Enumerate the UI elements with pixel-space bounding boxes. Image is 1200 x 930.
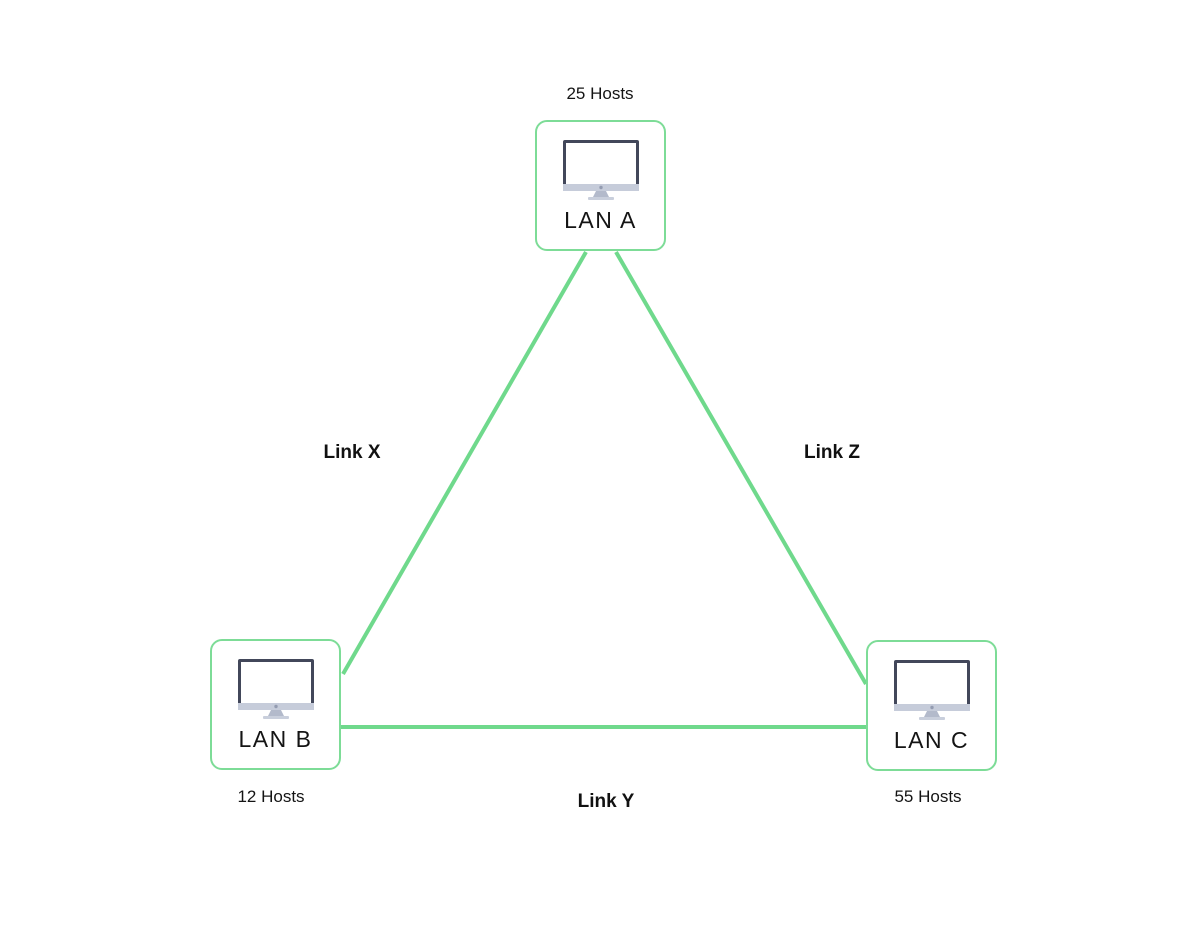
node-lan-b[interactable]: LAN B bbox=[210, 639, 341, 770]
link-z-label: Link Z bbox=[804, 442, 860, 463]
desktop-computer-icon bbox=[237, 659, 314, 719]
lan-c-hosts-label: 55 Hosts bbox=[894, 787, 962, 806]
link-z-line bbox=[614, 250, 868, 686]
desktop-computer-icon bbox=[562, 140, 639, 200]
lan-b-label: LAN B bbox=[238, 726, 313, 752]
link-x-line bbox=[341, 251, 588, 675]
lan-a-hosts-label: 25 Hosts bbox=[566, 84, 634, 103]
desktop-computer-icon bbox=[893, 660, 970, 720]
node-lan-c[interactable]: LAN C bbox=[866, 640, 997, 771]
node-lan-a[interactable]: LAN A bbox=[535, 120, 666, 251]
lan-c-label: LAN C bbox=[893, 727, 970, 753]
link-x-label: Link X bbox=[323, 442, 381, 463]
link-y-label: Link Y bbox=[577, 791, 635, 812]
lan-a-label: LAN A bbox=[564, 207, 637, 233]
lan-b-hosts-label: 12 Hosts bbox=[237, 787, 305, 806]
